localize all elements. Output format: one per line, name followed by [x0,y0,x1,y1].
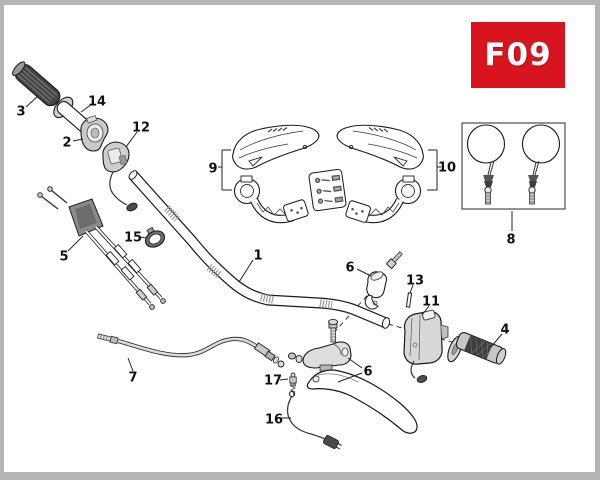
callout-leader-14 [80,103,93,113]
wire-connector [126,202,138,212]
mirror-left [466,124,506,205]
callout-leader-3 [25,95,39,108]
callout-6: 6 [363,365,372,380]
cable-adjuster [253,342,285,368]
callout-leader-1 [238,259,254,283]
mirrors-kit [461,122,566,210]
callout-1: 1 [253,249,262,264]
callout-3: 3 [16,105,25,120]
switch-wire [410,360,416,379]
callout-leader-15 [138,236,148,239]
callout-12: 12 [132,121,150,136]
callout-14: 14 [88,95,106,110]
callout-leader-5 [67,235,84,252]
callout-5: 5 [59,250,68,265]
handguard-left [232,124,320,224]
callout-16: 16 [265,413,283,428]
lever-blade [306,369,418,434]
clutch-cable [96,333,285,368]
callout-2: 2 [62,136,71,151]
callout-4: 4 [500,323,509,338]
callout-leader-6 [347,357,363,369]
handguard-right-bracket [345,175,422,224]
right-switch-housing [403,309,449,383]
callout-7: 7 [128,371,137,386]
pin [405,292,413,308]
callout-17: 17 [264,374,282,389]
callout-11: 11 [422,295,440,310]
clamp-ring [144,226,166,248]
throttle-cables [37,186,166,310]
callout-leader-17 [279,378,289,381]
left-switch-lower [102,141,138,212]
callout-leader-6 [337,372,363,383]
handlebar-knurl-bands [164,205,333,309]
mirror-right [521,124,561,205]
handguard-hardware-kit [308,168,347,212]
callout-leader-12 [125,131,138,148]
lever-bolt [328,318,338,343]
callout-9: 9 [208,162,217,177]
callout-6: 6 [345,261,354,276]
callout-leader-7 [127,357,134,372]
switch-wire [109,171,128,206]
handguard-left-bracket [233,175,309,224]
callout-leader-4 [490,333,503,348]
callout-13: 13 [406,274,424,289]
wire-connector [416,375,428,383]
handguard-right [336,124,424,224]
micro-switch [289,372,297,397]
lever-assembly-lower [287,318,418,434]
left-switch-upper [80,114,109,152]
mirrors-box [461,122,566,210]
switch-wire-lead [286,390,342,450]
page-code: F09 [484,37,552,73]
lever-perch-upper [364,251,403,310]
callout-15: 15 [124,231,142,246]
callout-8: 8 [506,233,515,248]
callout-leader-6 [356,268,372,277]
callout-leader-11 [421,305,430,316]
callout-leader-2 [72,138,84,142]
callout-10: 10 [438,161,456,176]
perch-bolt [385,251,403,270]
handlebar [128,170,391,329]
callout-leader-13 [409,284,414,294]
page-code-badge: F09 [471,22,565,88]
right-grip [447,332,507,365]
